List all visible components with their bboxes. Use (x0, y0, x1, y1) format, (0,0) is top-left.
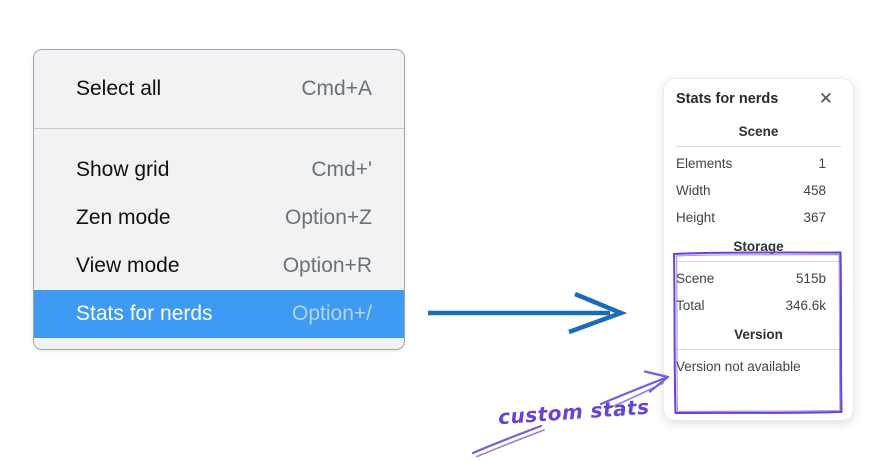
section-divider (676, 146, 841, 147)
stat-row-width: Width 458 (676, 177, 841, 204)
stat-value: 1 (818, 156, 826, 171)
version-note: Version not available (676, 359, 801, 374)
stat-label: Height (676, 210, 716, 225)
menu-item-select-all[interactable]: Select all Cmd+A (34, 65, 404, 113)
menu-item-show-grid[interactable]: Show grid Cmd+' (34, 146, 404, 194)
flow-arrow (428, 291, 628, 335)
menu-item-label: Zen mode (76, 206, 171, 229)
stat-row-total-storage: Total 346.6k (676, 292, 841, 319)
stat-value: 367 (803, 210, 826, 225)
stat-value: 346.6k (785, 298, 826, 313)
menu-item-view-mode[interactable]: View mode Option+R (34, 242, 404, 290)
menu-item-label: Show grid (76, 158, 170, 181)
menu-item-label: Stats for nerds (76, 302, 213, 325)
section-divider (676, 261, 841, 262)
section-heading-version: Version (734, 327, 783, 342)
stat-row-height: Height 367 (676, 204, 841, 231)
menu-item-label: View mode (76, 254, 180, 277)
section-divider (676, 349, 841, 350)
stat-label: Width (676, 183, 711, 198)
panel-header: Stats for nerds ✕ (676, 88, 841, 110)
custom-stats-annotation: custom stats (497, 394, 651, 430)
stat-value: 458 (803, 183, 826, 198)
menu-item-zen-mode[interactable]: Zen mode Option+Z (34, 194, 404, 242)
menu-item-shortcut: Cmd+' (311, 158, 372, 181)
stat-label: Scene (676, 271, 715, 286)
menu-item-shortcut: Option+R (282, 254, 372, 277)
menu-item-stats-for-nerds[interactable]: Stats for nerds Option+/ (34, 290, 404, 338)
stat-row-elements: Elements 1 (676, 150, 841, 177)
context-menu: Select all Cmd+A Show grid Cmd+' Zen mod… (33, 49, 405, 350)
menu-item-shortcut: Cmd+A (301, 77, 372, 100)
menu-item-label: Select all (76, 77, 162, 100)
stat-label: Elements (676, 156, 733, 171)
section-heading-storage: Storage (733, 239, 784, 254)
section-heading-scene: Scene (738, 124, 779, 139)
menu-group: Show grid Cmd+' Zen mode Option+Z View m… (34, 129, 404, 338)
panel-title: Stats for nerds (676, 91, 779, 107)
stat-row-scene-storage: Scene 515b (676, 265, 841, 292)
stats-for-nerds-panel: Stats for nerds ✕ Scene Elements 1 Width… (663, 78, 854, 421)
close-icon[interactable]: ✕ (818, 88, 833, 109)
menu-item-shortcut: Option+Z (285, 206, 372, 229)
menu-item-shortcut: Option+/ (292, 302, 372, 325)
stat-label: Total (676, 298, 705, 313)
menu-divider (34, 128, 404, 129)
stat-value: 515b (795, 271, 826, 286)
